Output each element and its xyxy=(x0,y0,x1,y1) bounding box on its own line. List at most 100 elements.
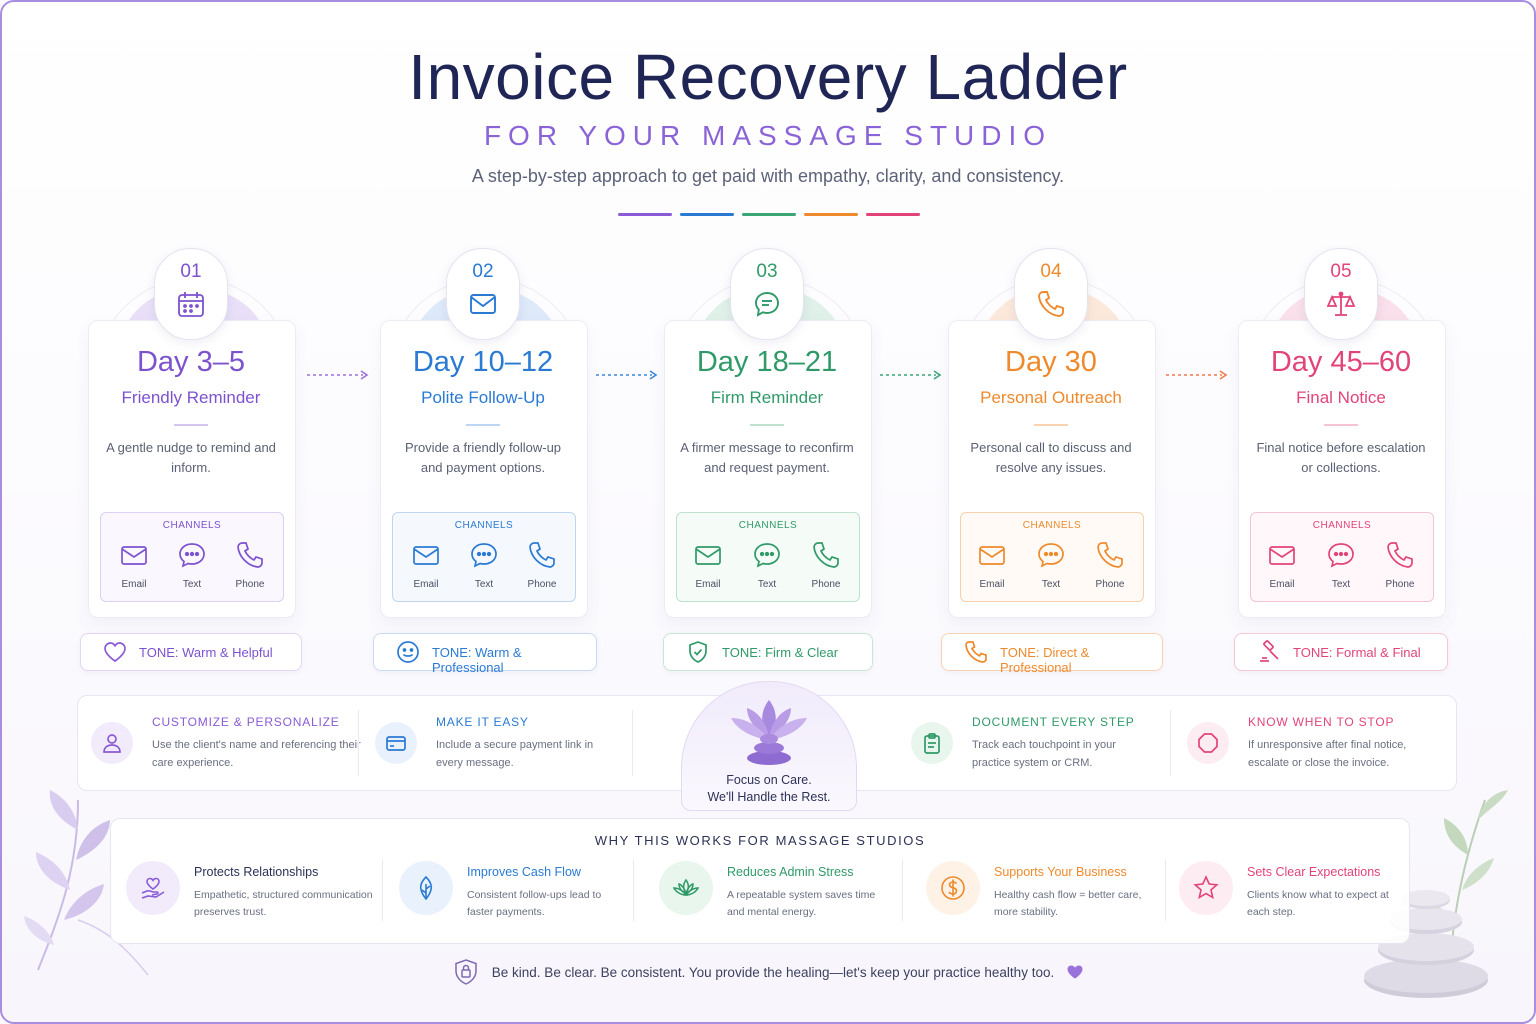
step-description: Personal call to discuss and resolve any… xyxy=(970,440,1132,475)
step-description: Provide a friendly follow-up and payment… xyxy=(404,440,562,475)
focus-line-2: We'll Handle the Rest. xyxy=(707,790,831,804)
benefit-title: Reduces Admin Stress xyxy=(727,865,854,879)
step-number: 05 xyxy=(1330,261,1352,282)
envelope-icon xyxy=(413,546,439,565)
channel-phone: Phone xyxy=(221,539,279,590)
chat-bubble-icon xyxy=(1328,543,1354,568)
clipboard-icon xyxy=(924,733,940,754)
channel-text: Text xyxy=(738,539,796,590)
footer: Be kind. Be clear. Be consistent. You pr… xyxy=(0,958,1536,986)
envelope-icon xyxy=(979,546,1005,565)
accent-bar-green xyxy=(742,213,796,216)
channel-text-label: Text xyxy=(757,579,777,590)
step-description: A firmer message to reconfirm and reques… xyxy=(680,440,854,475)
heart-icon xyxy=(1067,965,1083,979)
benefit-sets-clear-expectations: Sets Clear Expectations Clients know wha… xyxy=(1179,855,1404,935)
chat-icon xyxy=(755,292,779,317)
step-divider xyxy=(750,424,784,426)
benefit-title: Protects Relationships xyxy=(194,865,319,879)
channel-text-label: Text xyxy=(1331,579,1351,590)
benefit-icon-circle xyxy=(659,861,713,915)
tip-document: DOCUMENT EVERY STEP Track each touchpoin… xyxy=(911,696,1171,790)
channel-email: Email xyxy=(1253,539,1311,590)
why-title: WHY THIS WORKS FOR MASSAGE STUDIOS xyxy=(594,833,926,848)
tone-label: TONE: Direct & Professional xyxy=(1000,645,1090,675)
phone-icon xyxy=(237,542,263,568)
step-name: Personal Outreach xyxy=(980,388,1122,407)
tip-body: Track each touchpoint in your practice s… xyxy=(972,739,1116,769)
chat-bubble-icon xyxy=(471,543,497,568)
step-day: Day 18–21 xyxy=(696,346,838,378)
benefit-reduces-admin-stress: Reduces Admin Stress A repeatable system… xyxy=(659,855,919,935)
step-name: Polite Follow-Up xyxy=(421,388,545,407)
channel-text: Text xyxy=(1312,539,1370,590)
tip-body: Use the client's name and referencing th… xyxy=(152,739,361,769)
channels-label: CHANNELS xyxy=(162,520,222,531)
lotus-stones-icon xyxy=(731,700,807,765)
gavel-icon xyxy=(1260,640,1279,662)
step-description: A gentle nudge to remind and inform. xyxy=(106,440,276,475)
divider xyxy=(633,859,634,921)
channel-text: Text xyxy=(163,539,221,590)
tip-body: Include a secure payment link in every m… xyxy=(436,739,594,769)
phone-icon xyxy=(529,542,555,568)
leaf-icon xyxy=(419,875,433,901)
channel-email: Email xyxy=(397,539,455,590)
channel-phone-label: Phone xyxy=(811,579,841,590)
channel-text-label: Text xyxy=(182,579,202,590)
card-icon xyxy=(386,736,406,751)
step-divider xyxy=(466,424,500,426)
channel-email-label: Email xyxy=(413,579,439,590)
channel-email-label: Email xyxy=(979,579,1005,590)
benefit-protects-relationships: Protects Relationships Empathetic, struc… xyxy=(126,855,384,935)
step-number: 01 xyxy=(180,261,202,282)
benefit-supports-business: Supports Your Business Healthy cash flow… xyxy=(926,855,1166,935)
focus-on-care-text: Focus on Care. We'll Handle the Rest. xyxy=(682,772,856,806)
benefit-icon-circle xyxy=(126,861,180,915)
step-name: Final Notice xyxy=(1296,388,1386,407)
divider xyxy=(632,710,633,776)
phone-icon xyxy=(965,641,987,663)
chat-bubble-icon xyxy=(754,543,780,568)
tone-pill-3: TONE: Firm & Clear xyxy=(663,633,873,671)
tip-title: MAKE IT EASY xyxy=(436,715,529,729)
step-number: 02 xyxy=(472,261,494,282)
tone-pill-5: TONE: Formal & Final xyxy=(1234,633,1448,671)
tip-title: DOCUMENT EVERY STEP xyxy=(972,715,1135,729)
channels-box: CHANNELS Email Text Phone xyxy=(392,512,576,602)
channel-phone-label: Phone xyxy=(235,579,265,590)
footer-text: Be kind. Be clear. Be consistent. You pr… xyxy=(491,964,1055,980)
divider xyxy=(358,710,359,776)
channel-email-label: Email xyxy=(695,579,721,590)
step-day: Day 10–12 xyxy=(412,346,554,378)
focus-on-care-badge: Focus on Care. We'll Handle the Rest. xyxy=(681,681,857,811)
channels-box: CHANNELS Email Text Phone xyxy=(1250,512,1434,602)
focus-line-1: Focus on Care. xyxy=(726,773,812,787)
benefit-title: Supports Your Business xyxy=(994,865,1127,879)
benefit-icon-circle xyxy=(926,861,980,915)
benefit-icon-circle xyxy=(399,861,453,915)
star-icon xyxy=(1193,875,1219,900)
channel-phone: Phone xyxy=(1371,539,1429,590)
envelope-icon xyxy=(695,546,721,565)
calendar-icon xyxy=(178,292,204,317)
envelope-icon xyxy=(1269,546,1295,565)
channel-phone: Phone xyxy=(513,539,571,590)
divider xyxy=(902,859,903,921)
benefit-body: Empathetic, structured communication pre… xyxy=(194,889,373,918)
tip-customize: CUSTOMIZE & PERSONALIZE Use the client's… xyxy=(91,696,361,790)
channels-label: CHANNELS xyxy=(738,520,798,531)
page-title: Invoice Recovery Ladder xyxy=(408,41,1128,113)
page-subtitle: FOR YOUR MASSAGE STUDIO xyxy=(483,120,1053,151)
channel-email: Email xyxy=(679,539,737,590)
lotus-icon xyxy=(672,878,700,896)
leaf-branch-left-icon xyxy=(24,790,149,976)
heart-icon xyxy=(104,642,126,663)
arrow-right-icon xyxy=(880,370,942,380)
tip-body: If unresponsive after final notice, esca… xyxy=(1248,739,1407,769)
tone-label: TONE: Warm & Professional xyxy=(432,645,522,675)
channel-email: Email xyxy=(105,539,163,590)
benefit-icon-circle xyxy=(1179,861,1233,915)
benefit-body: A repeatable system saves time and menta… xyxy=(727,889,876,918)
arrow-right-icon xyxy=(1166,370,1228,380)
